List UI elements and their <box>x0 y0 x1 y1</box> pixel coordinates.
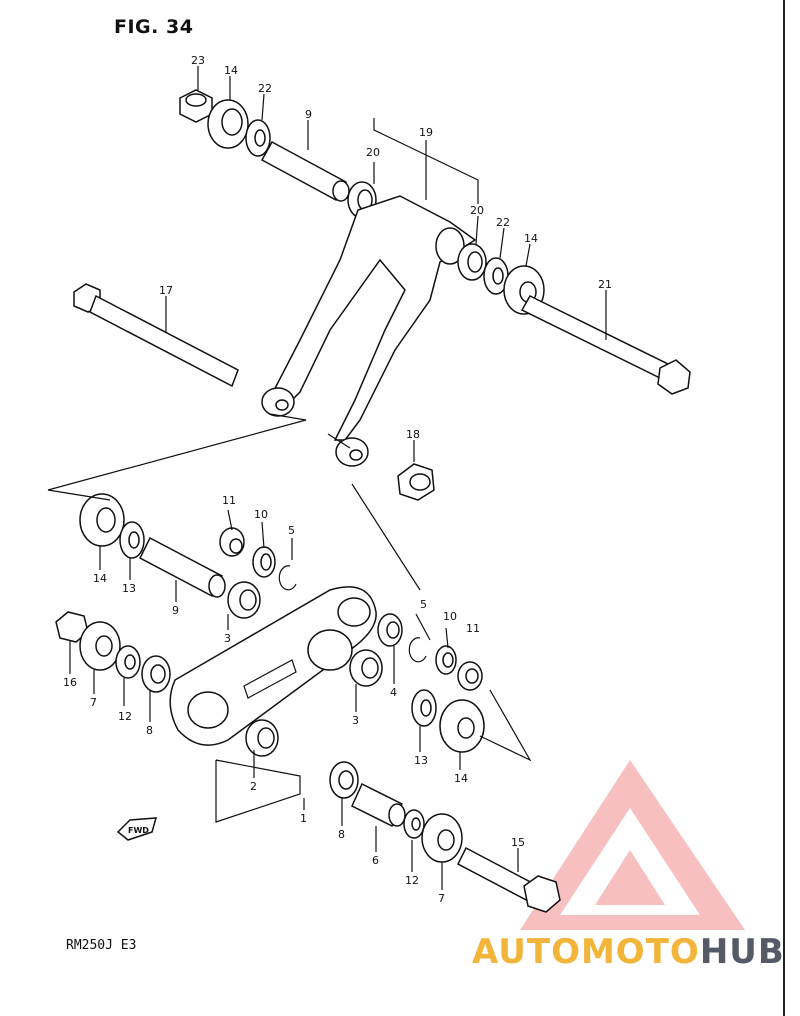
fwd-label: FWD <box>128 826 149 835</box>
callout-2: 2 <box>250 780 257 793</box>
callout-22: 22 <box>496 216 510 229</box>
callout-1: 1 <box>300 812 307 825</box>
callout-13: 13 <box>122 582 136 595</box>
watermark-text-automoto: AUTOMOTO <box>472 932 700 972</box>
seal-11-right <box>457 661 483 691</box>
cushion-lever-19 <box>261 195 477 467</box>
oring-10-right <box>435 645 457 675</box>
callout-22: 22 <box>258 82 272 95</box>
bolt-15 <box>457 846 561 913</box>
callout-8: 8 <box>146 724 153 737</box>
spacer-6 <box>351 782 406 828</box>
watermark-text: AUTOMOTOHUB <box>472 932 785 972</box>
fwd-arrow-icon: FWD <box>116 817 158 841</box>
cushion-rod-1 <box>169 586 377 746</box>
washer-13-left <box>119 521 145 559</box>
callout-5: 5 <box>288 524 295 537</box>
callout-10: 10 <box>254 508 268 521</box>
callout-18: 18 <box>406 428 420 441</box>
callout-9: 9 <box>305 108 312 121</box>
callout-12: 12 <box>405 874 419 887</box>
callout-11: 11 <box>466 622 480 635</box>
callout-16: 16 <box>63 676 77 689</box>
callout-numbers: 23 14 22 9 19 20 20 22 14 21 17 18 11 10… <box>63 54 612 905</box>
callout-14: 14 <box>93 572 107 585</box>
callout-11: 11 <box>222 494 236 507</box>
bearing-3-top <box>227 581 261 619</box>
bearing-7-lower <box>421 813 463 863</box>
bushing-4 <box>377 613 403 647</box>
callout-3: 3 <box>352 714 359 727</box>
callout-7: 7 <box>90 696 97 709</box>
bearing-20-right <box>457 243 487 281</box>
callout-8: 8 <box>338 828 345 841</box>
callout-13: 13 <box>414 754 428 767</box>
callout-15: 15 <box>511 836 525 849</box>
circlip-5-right <box>408 637 427 663</box>
bushing-8-left <box>141 655 171 693</box>
callout-5: 5 <box>420 598 427 611</box>
washer-13-right <box>411 689 437 727</box>
callout-9: 9 <box>172 604 179 617</box>
spacer-9-top <box>260 140 350 202</box>
callout-12: 12 <box>118 710 132 723</box>
bearing-14-lower-right <box>439 699 485 753</box>
callout-10: 10 <box>443 610 457 623</box>
bearing-14-left <box>79 493 125 547</box>
callout-6: 6 <box>372 854 379 867</box>
bolt-17 <box>73 283 239 388</box>
callout-19: 19 <box>419 126 433 139</box>
callout-7: 7 <box>438 892 445 905</box>
washer-22-top <box>245 119 271 157</box>
callout-17: 17 <box>159 284 173 297</box>
bolt-21 <box>520 295 691 395</box>
figure-title: FIG. 34 <box>114 16 194 38</box>
callout-20: 20 <box>470 204 484 217</box>
leader-lines <box>47 66 607 890</box>
model-code: RM250J E3 <box>66 938 137 953</box>
watermark-text-hub: HUB <box>699 932 785 972</box>
callout-23: 23 <box>191 54 205 67</box>
bearing-7-left <box>79 621 121 671</box>
washer-12-left <box>115 645 141 679</box>
callout-20: 20 <box>366 146 380 159</box>
callout-14: 14 <box>454 772 468 785</box>
nut-18 <box>397 463 435 501</box>
seal-11-top <box>219 527 245 557</box>
bushing-8-lower <box>329 761 359 799</box>
callout-21: 21 <box>598 278 612 291</box>
spacer-9-left <box>139 536 226 598</box>
callout-14: 14 <box>224 64 238 77</box>
bearing-14-top <box>207 99 249 149</box>
circlip-5-top <box>278 565 297 591</box>
page-border-line <box>783 0 785 1016</box>
washer-12-lower <box>403 809 425 839</box>
nut-23 <box>179 89 213 123</box>
callout-3: 3 <box>224 632 231 645</box>
callout-14: 14 <box>524 232 538 245</box>
bearing-2 <box>245 719 279 757</box>
bearing-3-middle <box>349 649 383 687</box>
oring-10-top <box>252 546 276 578</box>
callout-4: 4 <box>390 686 397 699</box>
watermark-logo-mark <box>520 760 745 930</box>
